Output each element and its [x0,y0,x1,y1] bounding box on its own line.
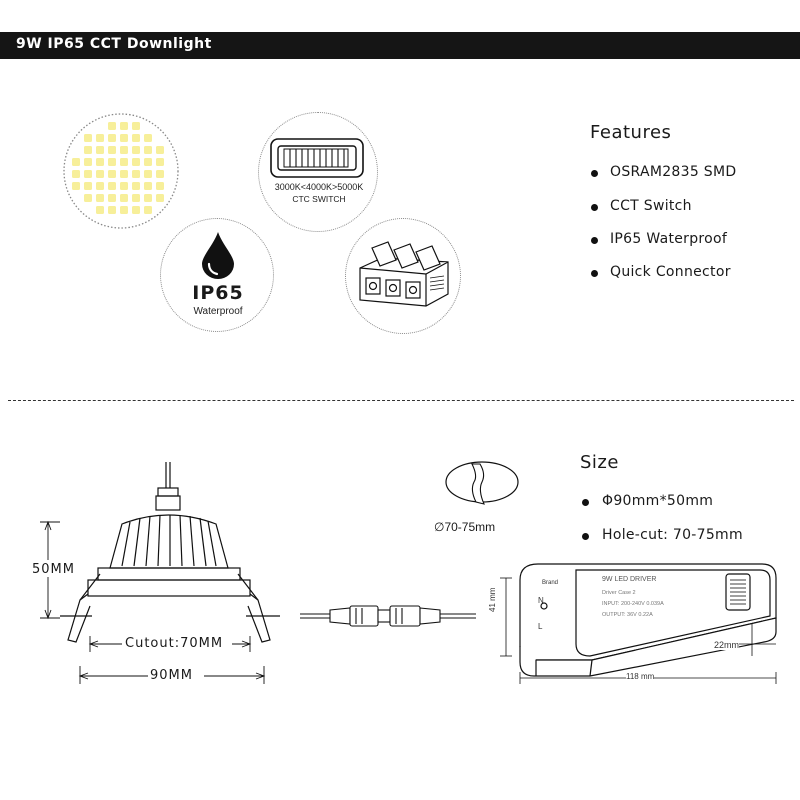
water-drop-icon [200,230,236,280]
cct-switch-panel [258,112,378,232]
led-chip [120,194,128,202]
cct-switch-icon[interactable] [270,138,364,178]
led-chip [144,146,152,154]
ip65-panel [160,218,274,332]
led-chip [108,170,116,178]
led-chip [108,146,116,154]
led-chip [72,182,80,190]
hole-size-label: ∅70-75mm [434,520,496,534]
led-chip [84,158,92,166]
feature-item: Quick Connector [610,264,731,280]
driver-output: OUTPUT: 36V 0.22A [602,612,653,618]
bullet-icon [582,499,589,506]
driver-input: INPUT: 200-240V 0.039A [602,601,664,607]
led-chip [96,206,104,214]
led-array-icon [62,112,180,230]
led-chip [132,182,140,190]
driver-length-dim: 118 mm [626,672,655,681]
led-chip [132,134,140,142]
bullet-icon [582,533,589,540]
led-chip [144,182,152,190]
header-bar [0,32,800,59]
led-chip [120,170,128,178]
led-chip [120,122,128,130]
driver-l-terminal: L [538,622,543,631]
bullet-icon [591,204,598,211]
led-chip [96,134,104,142]
bullet-icon [591,270,598,277]
led-chip [84,170,92,178]
led-chip [96,194,104,202]
led-chip [108,206,116,214]
feature-item: IP65 Waterproof [610,231,728,247]
led-chip [108,158,116,166]
led-chip [156,170,164,178]
led-chip [144,206,152,214]
led-chip [156,182,164,190]
led-chip [120,182,128,190]
led-chip [120,134,128,142]
led-chip [120,158,128,166]
connector-panel [345,218,461,334]
led-chip [108,182,116,190]
feature-item: CCT Switch [610,198,692,214]
height-dim-label: 50MM [32,562,80,577]
driver-n-terminal: N [538,596,544,605]
led-chip [132,158,140,166]
led-chip [156,146,164,154]
led-chip [144,158,152,166]
led-chip [84,182,92,190]
led-chip [156,158,164,166]
led-chip [120,206,128,214]
led-chip [72,170,80,178]
led-chip [108,194,116,202]
led-chip [120,146,128,154]
cct-switch-caption: CTC SWITCH [292,194,346,204]
led-chip [96,182,104,190]
feature-item: OSRAM2835 SMD [610,164,737,180]
led-chip [144,194,152,202]
driver-depth-dim: 22mm [714,640,740,650]
led-chip [108,122,116,130]
led-chip [96,158,104,166]
cct-range-label: 3000K<4000K>5000K [274,182,364,192]
page-title: 9W IP65 CCT Downlight [16,36,212,52]
led-chip [84,146,92,154]
size-item: Hole-cut: 70-75mm [602,527,743,543]
driver-model: Driver Case 2 [602,590,636,596]
size-title: Size [580,452,619,473]
bullet-icon [591,237,598,244]
section-divider [8,400,794,401]
driver-height-dim: 41 mm [488,587,497,612]
hole-cut-icon [444,460,520,516]
driver-brand: Brand [542,580,559,586]
led-chip [84,194,92,202]
features-title: Features [590,122,672,143]
ip-rating: IP65 [192,282,244,304]
led-chip [132,146,140,154]
cable-connector-icon [300,598,476,634]
led-chip [108,134,116,142]
led-chip [156,194,164,202]
ip-caption: Waterproof [193,306,243,317]
bullet-icon [591,170,598,177]
size-item: Φ90mm*50mm [602,493,714,509]
driver-label: 9W LED DRIVER [602,576,657,583]
led-chip [132,206,140,214]
led-chip [96,170,104,178]
led-chip [132,122,140,130]
led-chip [132,170,140,178]
led-driver-drawing [490,560,790,684]
led-chip [84,134,92,142]
led-chip [96,146,104,154]
led-chip [132,194,140,202]
quick-connector-icon [352,238,456,318]
led-chip [144,170,152,178]
led-chip [144,134,152,142]
width-dim-label: 90MM [150,668,193,683]
led-chip [72,158,80,166]
cutout-dim-label: Cutout:70MM [125,636,224,651]
